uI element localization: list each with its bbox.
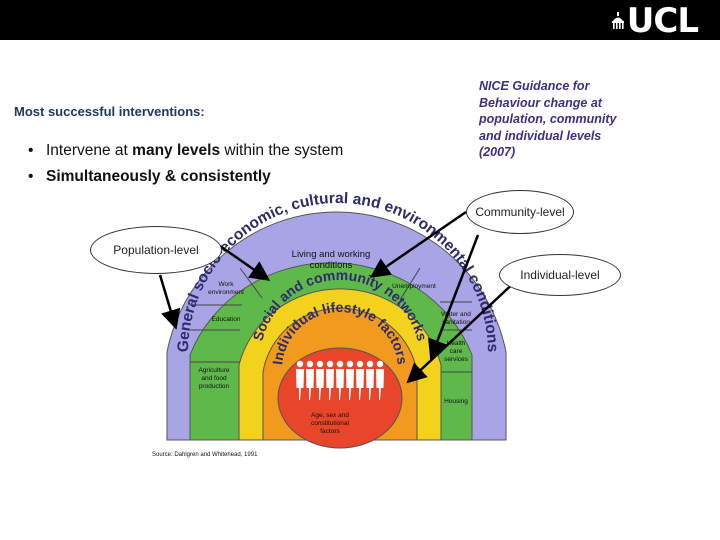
bullet-list: •Intervene at many levels within the sys… [28,138,343,190]
person-figure [376,369,384,400]
people-figures [296,360,384,400]
top-banner: UCL [0,0,720,40]
person-figure [296,369,304,400]
bullet-item: •Simultaneously & consistently [28,168,271,185]
slide-heading: Most successful interventions: [14,104,205,119]
sector-label: Housing [444,398,468,405]
nice-guidance-note: NICE Guidance for Behaviour change at po… [479,79,617,159]
ucl-logo: UCL [611,1,699,41]
person-figure [296,360,304,368]
bullet-item: •Intervene at many levels within the sys… [28,142,344,159]
arrow-population-to-living [219,244,271,281]
person-figure [316,369,324,400]
person-figure [356,360,364,368]
portico-icon [611,12,624,29]
person-figure [336,360,344,368]
person-figure [326,369,334,400]
arrow-community-to-health [428,234,480,360]
person-figure [346,369,354,400]
person-figure [376,360,384,368]
person-figure [366,360,374,368]
person-figure [366,369,374,400]
person-figure [356,369,364,400]
community-level-callout: Community-level [466,190,574,234]
sector-dividers [190,267,472,373]
person-figure [316,360,324,368]
level-arrows [158,210,521,384]
individual-level-callout: Individual-level [499,254,621,296]
person-figure [346,360,354,368]
population-level-callout: Population-level [90,226,222,274]
person-figure [336,369,344,400]
arrow-population-to-outer [158,274,181,330]
person-figure [326,360,334,368]
person-figure [306,369,314,400]
arrow-community-to-living [369,210,467,278]
source-note: Source: Dahlgren and Whitehead, 1991 [152,452,258,458]
logo-text: UCL [626,1,699,41]
sector-label: Unemployment [392,283,436,290]
sector-label: Education [212,316,241,323]
person-figure [306,360,314,368]
arrow-individual-to-lifestyle [406,276,521,384]
